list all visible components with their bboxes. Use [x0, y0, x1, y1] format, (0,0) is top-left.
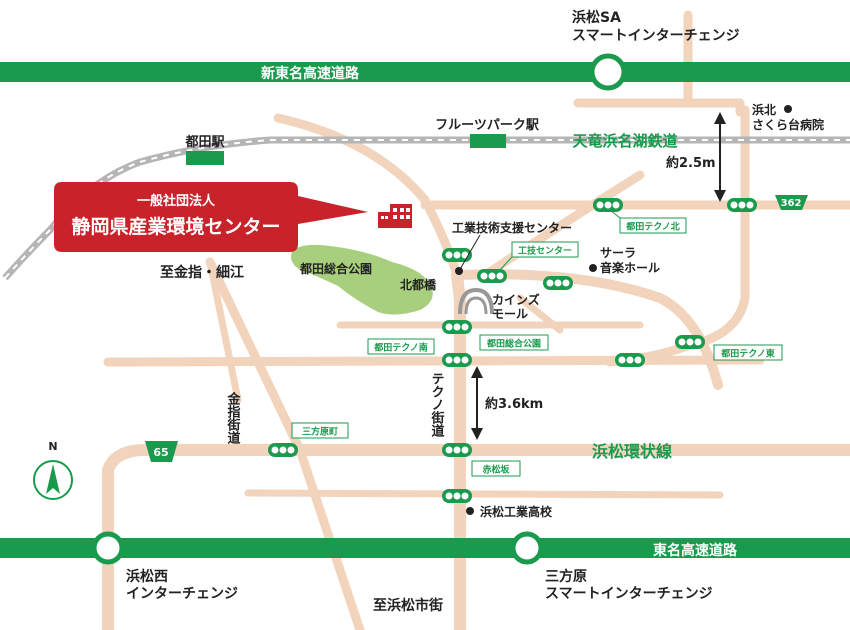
park-label: 都田総合公園	[299, 261, 372, 276]
poi-hospital-dot[interactable]	[784, 105, 792, 113]
station-tsuda[interactable]	[186, 151, 224, 165]
sala-line1: サーラ	[600, 246, 636, 260]
signal-kitatobashi	[442, 248, 472, 262]
distance-south-label: 約3.6km	[485, 396, 543, 412]
kainz-line1: カインズ	[492, 292, 540, 307]
sala-line2: 音楽ホール	[600, 260, 660, 275]
station-fruit-park[interactable]	[470, 134, 506, 148]
signal-kainz-east	[543, 276, 573, 290]
tag-techno-east: 都田テクノ東	[720, 348, 774, 360]
ic-mikatahara-line2: スマートインターチェンジ	[545, 586, 713, 602]
ic-hamamatsu-sa-line2: スマートインターチェンジ	[572, 28, 740, 44]
road-north-diag	[485, 170, 645, 277]
signal-akamatsuzaka	[442, 443, 472, 457]
route-shield-65: 65	[145, 441, 178, 462]
railway-line	[2, 136, 850, 281]
building-icon	[378, 204, 412, 228]
kainz-mall-icon	[458, 287, 494, 315]
tag-kogi-center: 工技センター	[518, 245, 572, 257]
road-east-ring	[452, 269, 723, 390]
ic-mikatahara-line1: 三方原	[545, 568, 587, 585]
ring-road-label: 浜松環状線	[592, 442, 672, 461]
road-lower	[244, 489, 724, 499]
road-kanesashi	[205, 257, 365, 630]
compass-label: N	[48, 440, 57, 453]
tag-tsuda-park: 都田総合公園	[486, 338, 541, 350]
signal-362-east	[727, 198, 757, 212]
tag-techno-north: 都田テクノ北	[625, 221, 679, 233]
signal-techno-south	[442, 353, 472, 367]
road-east-stub	[516, 294, 564, 334]
route-shield-362: 362	[775, 195, 808, 210]
ic-hamamatsu-sa-line1: 浜松SA	[572, 9, 621, 26]
hospital-line2: さくら台病院	[752, 117, 824, 132]
poi-sala-dot[interactable]	[589, 264, 597, 272]
signal-techno-east	[675, 335, 705, 349]
interchange-hamamatsu-sa-marker[interactable]	[589, 53, 627, 91]
signal-tsuda-park	[442, 320, 472, 334]
city-direction-label: 至浜松市街	[373, 597, 443, 614]
hospital-line1: 浜北	[752, 102, 776, 117]
expressway-shin-tomei	[0, 62, 850, 82]
tomei-label: 東名高速道路	[653, 542, 738, 559]
support-center-label: 工業技術支援センター	[452, 220, 572, 235]
station-fruit-park-label: フルーツパーク駅	[435, 118, 540, 133]
road-kanesashi-branch	[206, 258, 242, 404]
signal-mid-east	[615, 353, 645, 367]
shin-tomei-label: 新東名高速道路	[261, 65, 360, 82]
distance-arrow-south	[471, 366, 483, 440]
road-ring-west	[102, 444, 850, 630]
signal-techno-north	[593, 198, 623, 212]
signal-lower	[442, 489, 472, 503]
organization-callout[interactable]: 一般社団法人 静岡県産業環境センター	[54, 182, 368, 252]
tag-akamatsuzaka: 赤松坂	[482, 464, 510, 476]
kanesashi-direction-label: 至金指・細江	[160, 264, 244, 281]
intersection-tags: 都田テクノ北 工技センター 都田総合公園 都田テクノ南 都田テクノ東 三方原町 …	[291, 209, 783, 477]
kainz-line2: モール	[492, 307, 528, 321]
signals	[268, 198, 757, 503]
svg-text:362: 362	[781, 198, 802, 209]
bridge-label: 北都橋	[400, 277, 437, 292]
techno-kaido-label: テクノ街道	[429, 372, 446, 438]
interchange-mikatahara-marker[interactable]	[510, 531, 544, 565]
local-roads	[102, 10, 850, 630]
expressway-tomei	[0, 538, 850, 558]
north-arrow-icon	[46, 464, 60, 494]
signal-kogi-center	[477, 269, 507, 283]
svg-text:65: 65	[153, 446, 168, 459]
road-sa-access	[573, 98, 745, 117]
tag-techno-south: 都田テクノ南	[373, 342, 427, 354]
road-horizontal-mid	[103, 355, 765, 367]
signal-mikatahara-cho	[268, 443, 298, 457]
kanesashi-kaido-label: 金指街道	[225, 391, 242, 445]
interchange-hamamatsu-nishi-marker[interactable]	[91, 531, 125, 565]
distance-north-label: 約2.5m	[666, 155, 716, 171]
tag-mikatahara-cho: 三方原町	[302, 426, 338, 438]
organization-line1: 一般社団法人	[137, 193, 216, 209]
park-area	[291, 244, 433, 315]
railway-name: 天竜浜名湖鉄道	[572, 132, 677, 150]
ic-hamamatsu-nishi-line2: インターチェンジ	[126, 586, 238, 602]
high-school-label: 浜松工業高校	[480, 504, 553, 519]
station-tsuda-label: 都田駅	[184, 134, 225, 150]
distance-arrow-north	[714, 112, 726, 202]
organization-line2: 静岡県産業環境センター	[71, 215, 280, 238]
poi-high-school-dot[interactable]	[466, 507, 474, 515]
compass: N	[33, 440, 73, 500]
ic-hamamatsu-nishi-line1: 浜松西	[126, 568, 168, 585]
